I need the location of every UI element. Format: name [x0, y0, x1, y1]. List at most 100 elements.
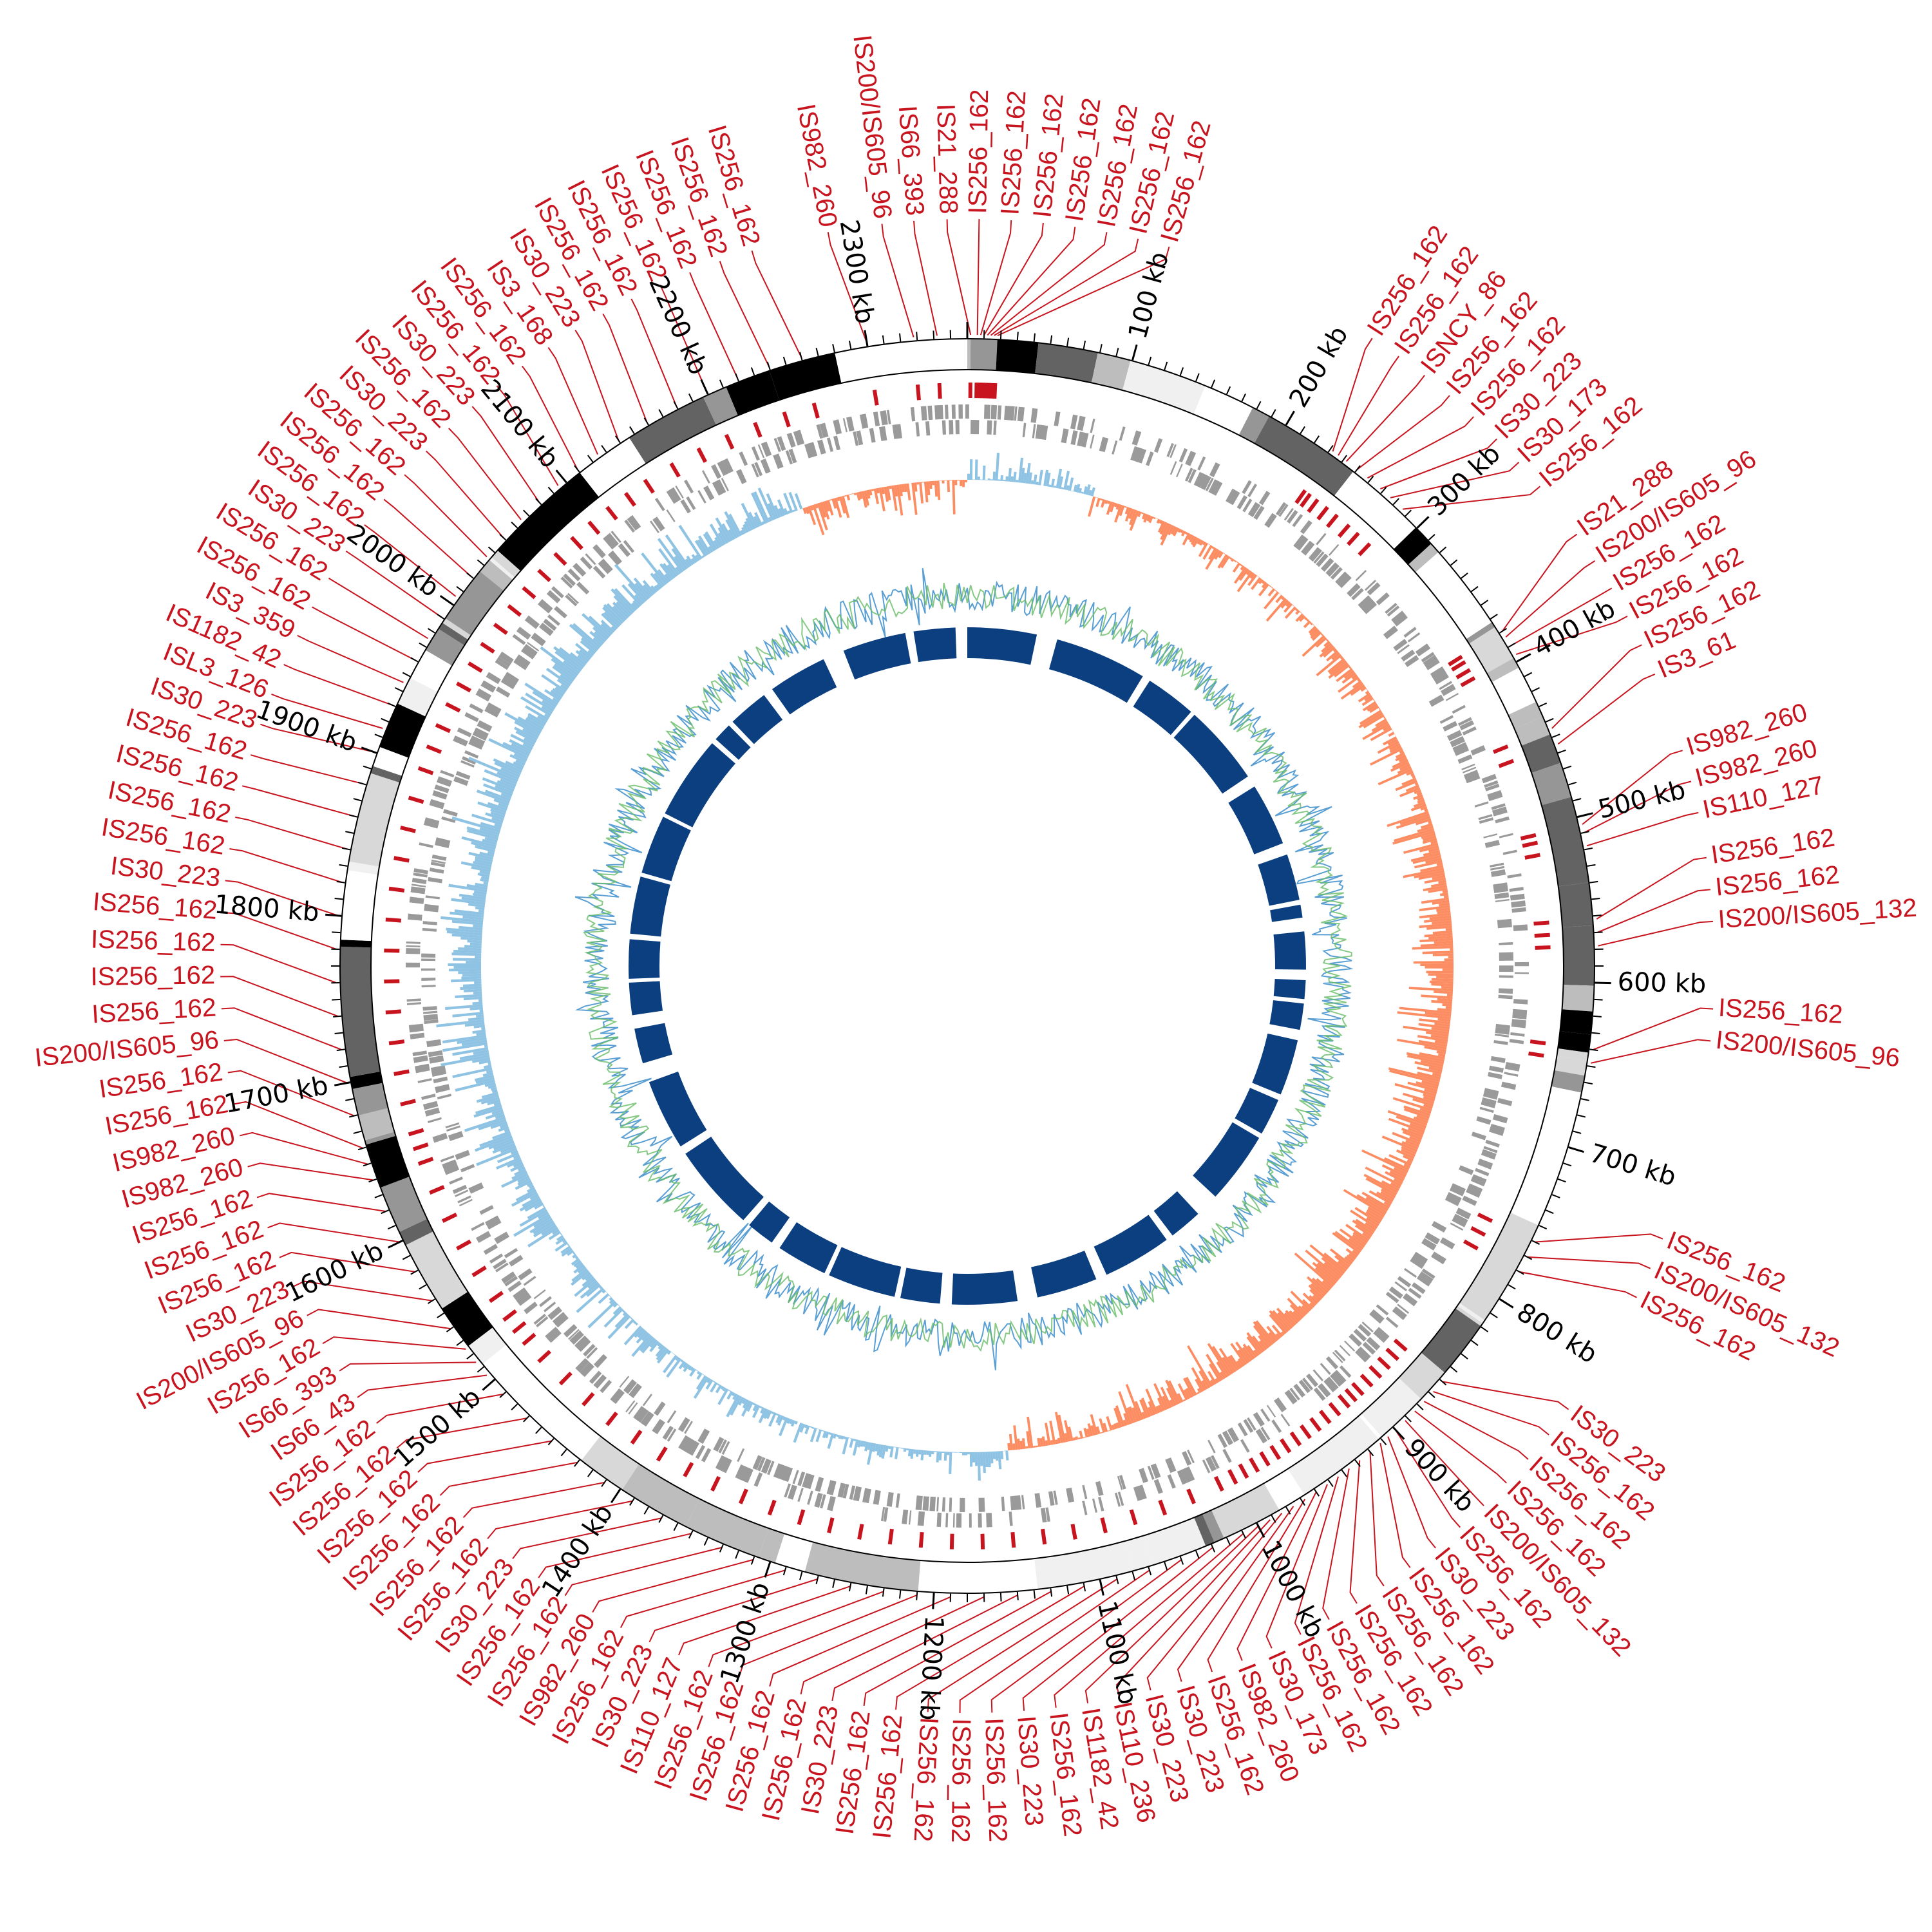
- gene-feature: [865, 1488, 871, 1504]
- gc-skew-bar: [1207, 1370, 1217, 1385]
- gene-feature: [1443, 721, 1458, 732]
- is-marker: [1477, 1213, 1493, 1223]
- gc-skew-bar: [1352, 1219, 1374, 1235]
- gene-feature: [1493, 886, 1509, 893]
- minor-tick: [1587, 864, 1596, 867]
- gc-skew-bar: [730, 1396, 743, 1416]
- gc-skew-bar: [1255, 1320, 1276, 1344]
- gc-skew-bar: [522, 1195, 540, 1208]
- ideogram-band: [340, 946, 381, 1077]
- is-marker: [887, 1528, 894, 1545]
- gene-feature: [960, 1497, 965, 1512]
- gc-skew-bar: [623, 1325, 642, 1345]
- gc-skew-bar: [451, 933, 482, 938]
- is-label-connector: [448, 428, 522, 520]
- minor-tick: [1545, 717, 1554, 723]
- synteny-block: [732, 695, 783, 744]
- gene-feature: [1041, 425, 1048, 440]
- gc-skew-bar: [1424, 877, 1446, 884]
- gc-skew-bar: [1432, 1072, 1441, 1077]
- gc-skew-bar: [552, 688, 564, 697]
- gene-feature: [761, 1458, 772, 1474]
- gene-feature: [1392, 1306, 1407, 1320]
- gene-feature: [955, 420, 960, 435]
- gc-skew-bar: [1208, 547, 1217, 560]
- gc-skew-bar: [1095, 497, 1101, 507]
- gc-skew-bar: [1267, 588, 1276, 597]
- gc-skew-bar: [603, 611, 620, 628]
- gc-skew-bar: [588, 615, 611, 637]
- gc-skew-bar: [502, 741, 530, 757]
- is-element-label: IS200/IS605_96: [848, 33, 896, 220]
- gene-feature: [1308, 547, 1322, 562]
- gc-skew-bar: [1187, 1345, 1213, 1387]
- gene-feature: [936, 1497, 940, 1511]
- gene-feature: [422, 921, 437, 925]
- gc-skew-bar: [475, 856, 493, 863]
- gc-skew-bar: [471, 866, 491, 873]
- gc-skew-bar: [1198, 540, 1204, 546]
- gene-feature: [1264, 513, 1277, 528]
- gc-skew-bar: [754, 512, 763, 526]
- gc-skew-bar: [786, 1417, 791, 1424]
- gene-feature: [1441, 684, 1456, 696]
- gene-feature: [1323, 560, 1334, 572]
- synteny-block: [1133, 680, 1191, 735]
- gene-feature: [1376, 592, 1390, 605]
- gene-feature: [666, 489, 678, 504]
- gc-skew-bar: [1329, 659, 1347, 675]
- gc-skew-bar: [1189, 535, 1195, 543]
- gene-feature: [1133, 1486, 1144, 1501]
- gc-skew-bar: [766, 493, 779, 519]
- gene-feature: [915, 422, 920, 437]
- gc-skew-bar: [1114, 504, 1122, 523]
- gc-skew-bar: [931, 480, 935, 486]
- is-marker: [1520, 833, 1537, 841]
- gc-skew-bar: [1370, 747, 1403, 766]
- gc-skew-bar: [609, 1296, 613, 1302]
- gc-skew-bar: [938, 1451, 942, 1461]
- gc-skew-bar: [478, 1059, 491, 1065]
- gc-skew-bar: [1285, 1310, 1298, 1324]
- gc-skew-bar: [1275, 1333, 1282, 1340]
- gc-skew-bar: [1420, 865, 1444, 873]
- minor-tick: [1341, 1470, 1348, 1477]
- gc-skew-bar: [637, 1329, 646, 1338]
- gene-feature: [421, 958, 436, 961]
- gene-feature: [967, 404, 969, 419]
- is-label-connector: [1367, 416, 1474, 479]
- gc-skew-bar: [1214, 550, 1222, 560]
- gc-skew-bar: [1414, 1061, 1443, 1070]
- gc-skew-bar: [662, 563, 676, 579]
- gc-skew-bar: [1209, 1379, 1215, 1386]
- gc-skew-bar: [1366, 1217, 1379, 1227]
- gc-skew-bar: [582, 1276, 594, 1287]
- is-marker: [1214, 1475, 1224, 1492]
- gc-skew-bar: [634, 1322, 638, 1326]
- gene-feature: [457, 727, 472, 737]
- gc-skew-bar: [1375, 718, 1387, 727]
- gc-skew-bar: [548, 1231, 561, 1240]
- gc-skew-bar: [1229, 556, 1233, 560]
- gene-feature: [477, 720, 493, 732]
- gene-feature: [1509, 1039, 1524, 1045]
- gc-skew-bar: [453, 966, 482, 969]
- gene-feature: [1505, 1062, 1520, 1069]
- gene-feature: [1444, 1195, 1461, 1206]
- is-marker: [1522, 840, 1539, 848]
- gc-skew-bar: [768, 1412, 777, 1427]
- is-marker: [1524, 853, 1540, 860]
- gc-skew-bar: [1401, 1146, 1417, 1155]
- gc-skew-bar: [458, 947, 482, 951]
- gc-skew-bar: [527, 715, 545, 728]
- gc-skew-bar: [1236, 571, 1253, 592]
- is-marker: [512, 1321, 527, 1334]
- is-label-connector: [927, 1578, 1118, 1712]
- gene-feature: [1061, 428, 1069, 444]
- is-label-connector: [312, 606, 416, 661]
- gene-feature: [1358, 1323, 1372, 1337]
- minor-tick: [574, 465, 580, 473]
- gc-skew-bar: [1100, 498, 1103, 501]
- gc-skew-bar: [1395, 754, 1406, 762]
- gc-skew-bar: [1236, 561, 1239, 564]
